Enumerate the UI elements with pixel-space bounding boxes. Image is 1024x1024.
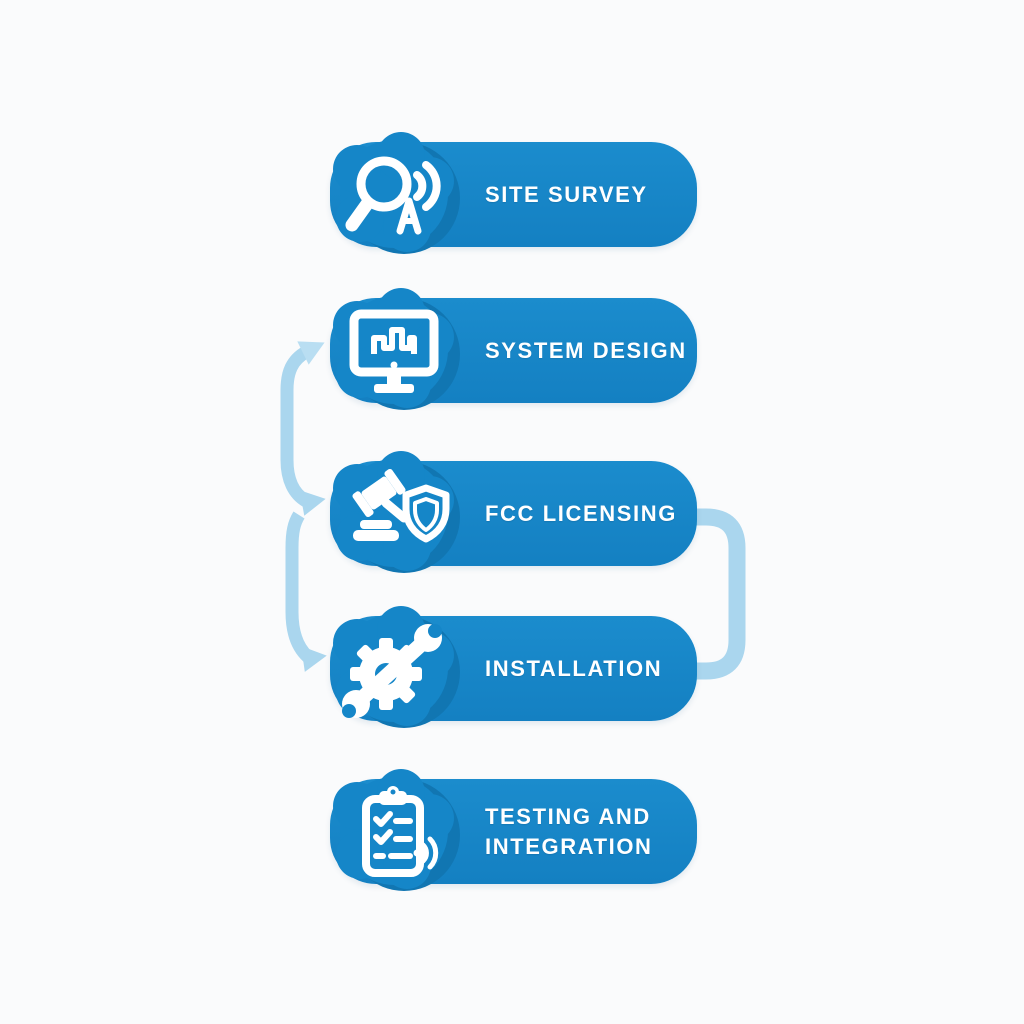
connector-right-fcc-to-installation	[688, 508, 746, 680]
step-installation: INSTALLATION	[330, 606, 697, 728]
step-system-design: SYSTEM DESIGN	[330, 288, 697, 410]
step-label: INSTALLATION	[485, 655, 663, 681]
arrowhead-into-installation	[301, 646, 327, 672]
step-label: SYSTEM DESIGN	[485, 337, 687, 363]
step-site-survey: SITE SURVEY	[330, 132, 697, 254]
search-signal-icon	[333, 132, 460, 254]
monitor-design-icon	[333, 288, 460, 410]
step-label: FCC LICENSING	[485, 500, 677, 526]
clipboard-checklist-icon	[333, 769, 460, 891]
arrowhead-into-system-design	[297, 341, 325, 365]
step-fcc-licensing: FCC LICENSING	[330, 451, 697, 573]
arrowhead-into-fcc-licensing	[299, 490, 326, 516]
gear-wrench-icon	[333, 606, 460, 728]
connector-left-system-design-to-fcc	[280, 341, 326, 516]
connector-left-fcc-to-installation	[285, 511, 327, 672]
step-label: TESTING AND INTEGRATION	[485, 804, 653, 859]
gavel-shield-icon	[333, 451, 460, 573]
step-label: SITE SURVEY	[485, 181, 648, 207]
step-testing-integration: TESTING AND INTEGRATION	[330, 769, 697, 891]
